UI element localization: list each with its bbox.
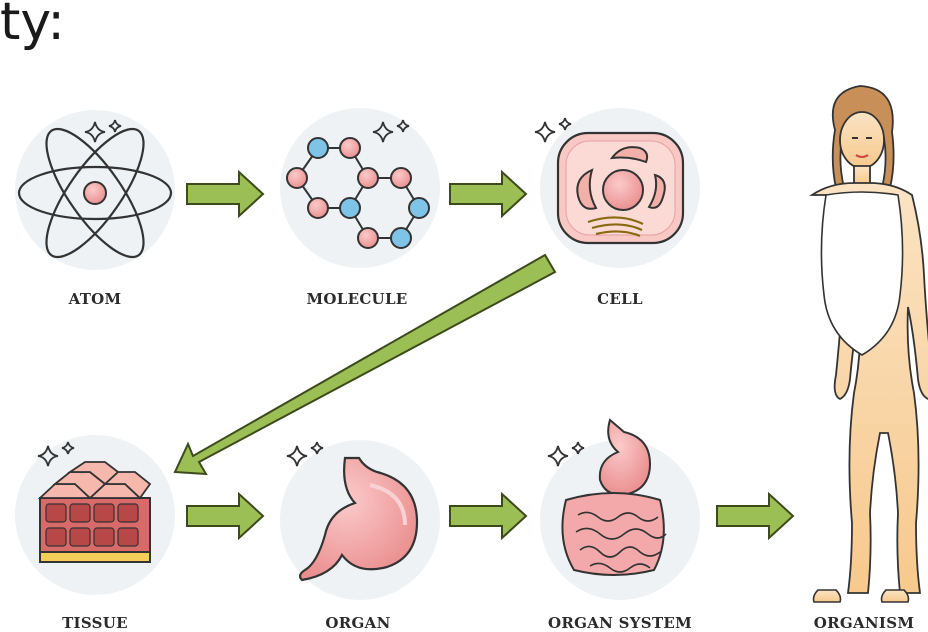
- arrow-organ-to-organ-system: [449, 491, 528, 541]
- label-organ-system: ORGAN SYSTEM: [547, 614, 693, 632]
- label-tissue: TISSUE: [62, 614, 128, 632]
- sparkle-icon: [372, 119, 410, 143]
- atom-illustration: [15, 110, 175, 270]
- sparkle-icon: [286, 441, 324, 467]
- label-atom: ATOM: [68, 290, 122, 308]
- arrow-cell-to-tissue: [173, 253, 557, 476]
- sparkle-icon: [84, 119, 122, 143]
- arrow-tissue-to-organ: [186, 491, 265, 541]
- arrow-organ-system-to-organism: [716, 491, 795, 541]
- organ-illustration: [280, 440, 440, 600]
- sparkle-icon: [547, 441, 585, 467]
- arrow-molecule-to-cell: [449, 169, 528, 219]
- organism-illustration: [809, 85, 928, 603]
- label-cell: CELL: [597, 290, 643, 308]
- label-organism: ORGANISM: [813, 614, 915, 632]
- sparkle-icon: [37, 441, 75, 467]
- sparkle-icon: [534, 117, 572, 143]
- tissue-illustration: [15, 435, 175, 595]
- cell-illustration: [534, 108, 700, 268]
- label-organ: ORGAN: [325, 614, 391, 632]
- molecule-illustration: [280, 108, 440, 268]
- heading-fragment: ty:: [0, 0, 65, 52]
- arrow-atom-to-molecule: [186, 169, 265, 219]
- organ-system-illustration: [540, 418, 700, 600]
- label-molecule: MOLECULE: [306, 290, 408, 308]
